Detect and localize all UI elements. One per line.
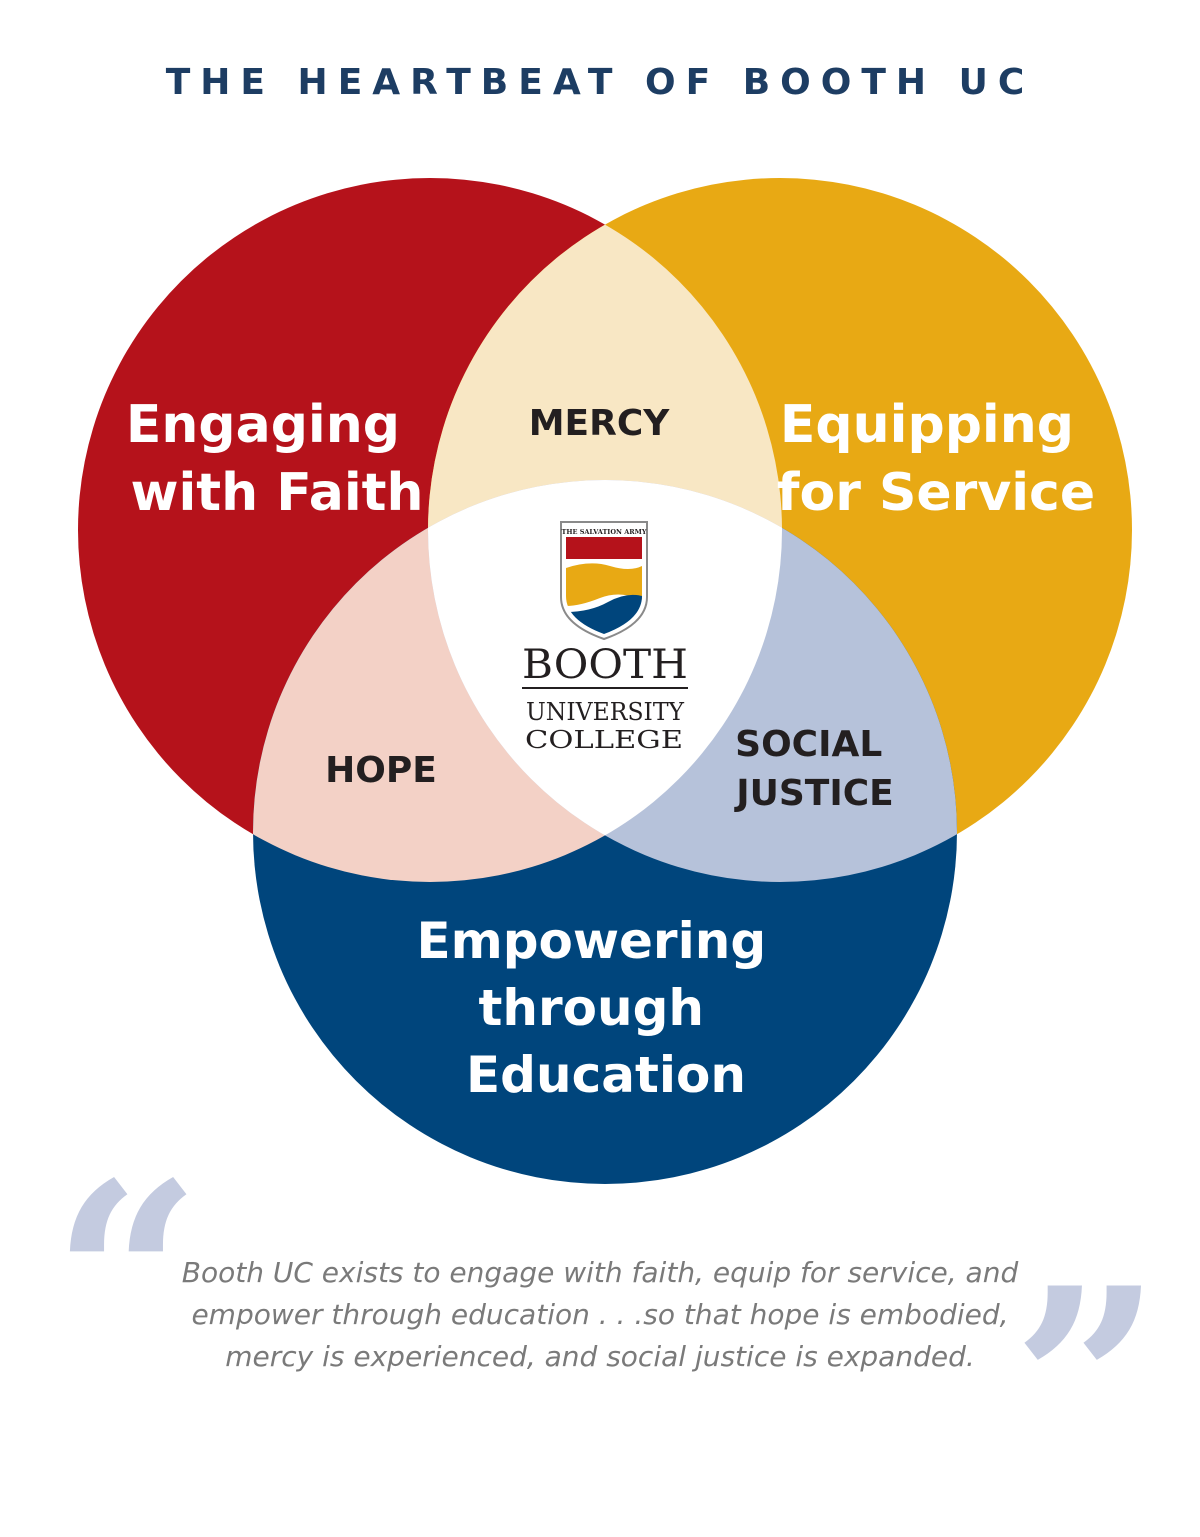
booth-logo: THE SALVATION ARMY BOOTH UNIVERSITY COLL… — [522, 521, 688, 754]
quote-line: mercy is experienced, and social justice… — [225, 1340, 975, 1373]
label-justice: SOCIAL JUSTICE — [733, 724, 895, 814]
shield-icon: THE SALVATION ARMY — [560, 521, 648, 641]
logo-name: BOOTH — [522, 642, 688, 688]
label-hope: HOPE — [325, 750, 437, 791]
label-faith: Engaging with Faith — [126, 395, 424, 523]
quote-line: empower through education . . .so that h… — [191, 1298, 1009, 1331]
page-title: THE HEARTBEAT OF BOOTH UC — [165, 62, 1035, 103]
mission-quote: Booth UC exists to engage with faith, eq… — [160, 1252, 1040, 1378]
quote-line: Booth UC exists to engage with faith, eq… — [181, 1256, 1019, 1289]
logo-line2: COLLEGE — [525, 726, 683, 754]
venn-diagram: Engaging with Faith Equipping for Servic… — [78, 178, 1132, 1184]
logo-line1: UNIVERSITY — [526, 698, 685, 726]
open-quote-icon: “ — [52, 1127, 202, 1432]
label-mercy: MERCY — [529, 403, 671, 444]
logo-banner: THE SALVATION ARMY — [562, 528, 647, 536]
label-service: Equipping for Service — [777, 395, 1095, 523]
label-education: Empowering through Education — [416, 912, 783, 1104]
